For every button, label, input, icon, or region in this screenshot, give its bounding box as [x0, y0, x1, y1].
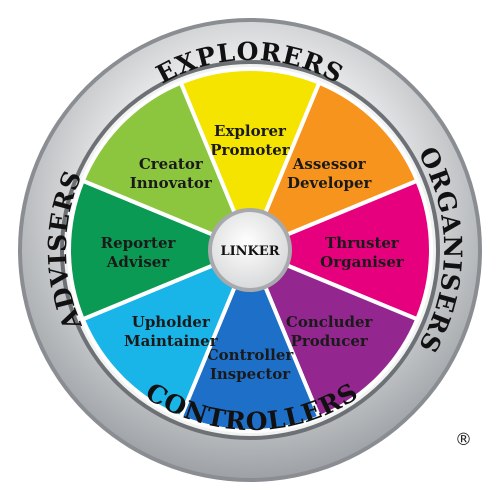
- segment-label-line1: Upholder: [132, 313, 211, 331]
- segment-label-line1: Concluder: [286, 313, 374, 331]
- segment-concluder-producer: [246, 246, 420, 420]
- segment-label-line2: Developer: [287, 174, 373, 192]
- segment-assessor-developer: [246, 80, 420, 254]
- segment-upholder-maintainer: [80, 246, 254, 420]
- hub-label: LINKER: [220, 244, 279, 259]
- segment-label-line2: Promoter: [210, 141, 291, 159]
- segment-reporter-adviser: [67, 178, 256, 322]
- segment-thruster-organiser: [244, 178, 433, 322]
- segment-label-line2: Innovator: [130, 174, 213, 192]
- segment-explorer-promoter: [178, 67, 322, 256]
- segment-label-line1: Explorer: [214, 122, 287, 140]
- segment-label-line2: Inspector: [210, 365, 291, 383]
- segment-label-line1: Reporter: [101, 234, 177, 252]
- segment-label-line1: Thruster: [325, 234, 400, 252]
- segment-label-line1: Assessor: [292, 155, 367, 173]
- segment-label-line2: Maintainer: [124, 332, 219, 350]
- hub: [212, 212, 288, 288]
- segment-label-line2: Producer: [291, 332, 369, 350]
- segment-label-line1: Controller: [207, 346, 295, 364]
- registered-mark: ®: [455, 430, 472, 450]
- segment-label-line1: Creator: [139, 155, 204, 173]
- segment-label-line2: Adviser: [106, 253, 171, 271]
- segment-controller-inspector: [178, 244, 322, 433]
- segment-label-line2: Organiser: [320, 253, 405, 271]
- segment-creator-innovator: [80, 80, 254, 254]
